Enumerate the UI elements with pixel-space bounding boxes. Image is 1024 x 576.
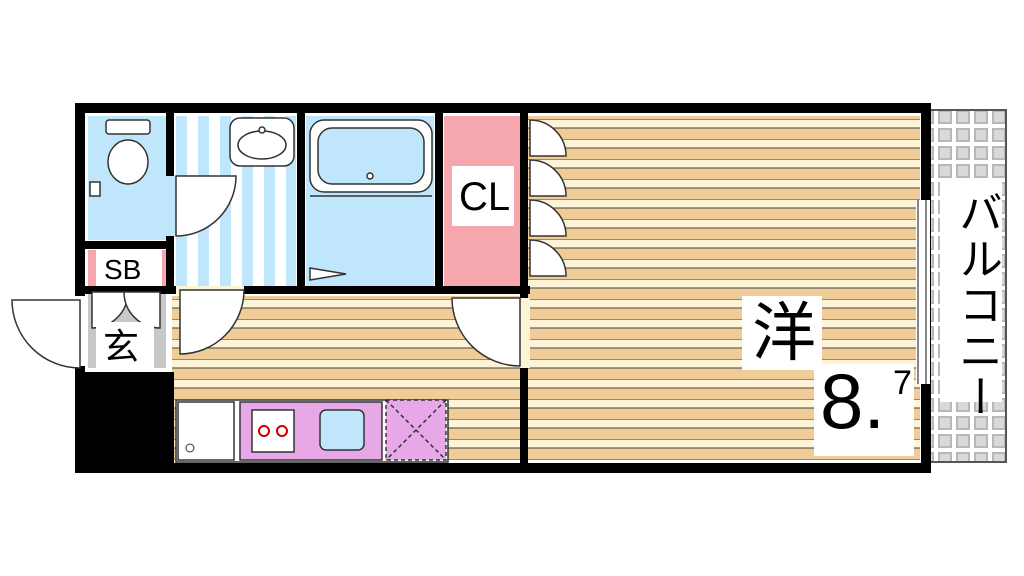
- balcony-label: バルコニー: [951, 190, 1002, 420]
- western-room-label: 洋: [752, 297, 816, 371]
- drain-icon: [185, 443, 195, 453]
- bathtub-icon: [309, 119, 433, 193]
- pillar-block: [80, 372, 174, 468]
- closet-doors: [529, 119, 567, 277]
- washer-space-icon: [309, 195, 432, 281]
- toilet-icon: [89, 119, 151, 197]
- room-size-main: 8.: [820, 357, 886, 445]
- sink-icon: [319, 409, 365, 451]
- shoe-box-label: SB: [104, 254, 142, 285]
- washbasin-icon: [229, 117, 295, 167]
- closet-label: CL: [459, 175, 511, 219]
- room-size-decimal: 7: [893, 364, 912, 402]
- fridge-space: [177, 401, 235, 461]
- entrance-label: 玄: [103, 327, 140, 368]
- door-swings: [11, 175, 521, 369]
- interior-walls: [84, 112, 530, 464]
